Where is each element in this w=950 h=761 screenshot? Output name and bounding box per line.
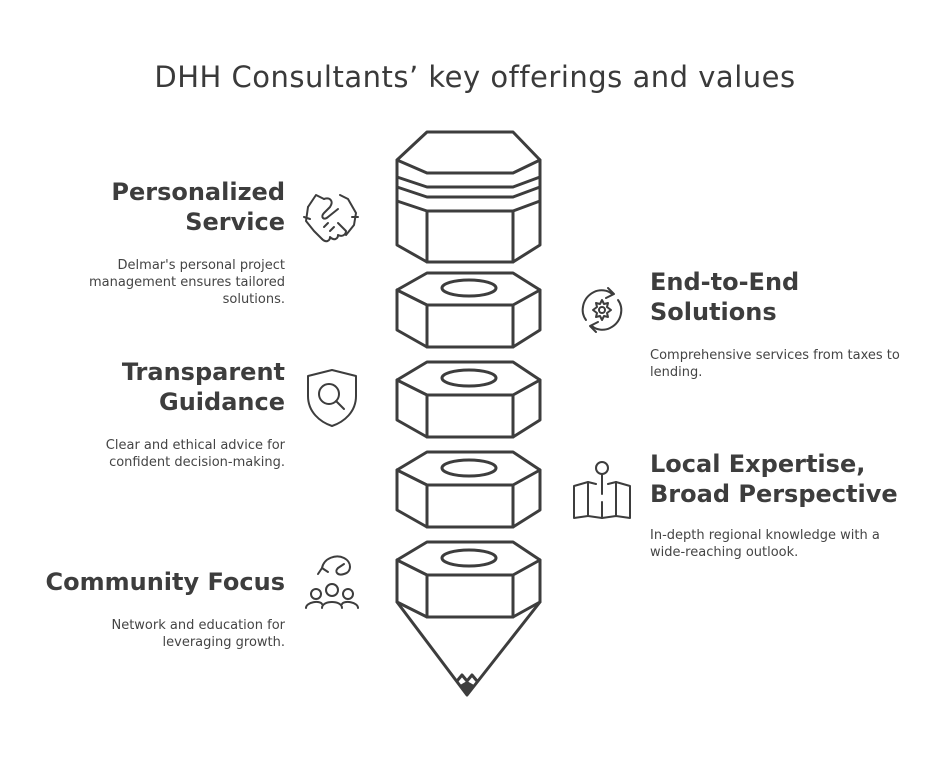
personalized-service-heading: Personalized Service (111, 178, 285, 236)
transparent-guidance-description: Clear and ethical advice for confident d… (105, 438, 285, 470)
cycle-gear-icon (581, 287, 623, 333)
community-focus-description: Network and education for leveraging gro… (111, 618, 285, 650)
diagram-title: DHH Consultants’ key offerings and value… (154, 60, 796, 94)
handshake-icon (303, 194, 359, 243)
personalized-service-description: Delmar's personal project management ens… (89, 258, 285, 307)
hex-nut-3 (395, 450, 542, 529)
end-to-end-heading: End-to-End Solutions (650, 268, 800, 326)
community-focus-heading: Community Focus (45, 568, 286, 596)
hex-nut-2 (395, 360, 542, 439)
local-expertise-description: In-depth regional knowledge with a wide-… (650, 528, 880, 560)
hex-nut-1 (395, 271, 542, 349)
end-to-end-description: Comprehensive services from taxes to len… (650, 348, 900, 380)
transparent-guidance-heading: Transparent Guidance (121, 358, 285, 416)
hex-nut-pencil-stack (395, 130, 542, 697)
hex-nut-4-pencil-tip (395, 540, 542, 697)
pencil-top-block (395, 130, 542, 264)
map-pin-icon (573, 461, 631, 519)
community-icon (305, 555, 359, 609)
local-expertise-heading: Local Expertise, Broad Perspective (650, 450, 898, 508)
shield-search-icon (307, 369, 357, 427)
